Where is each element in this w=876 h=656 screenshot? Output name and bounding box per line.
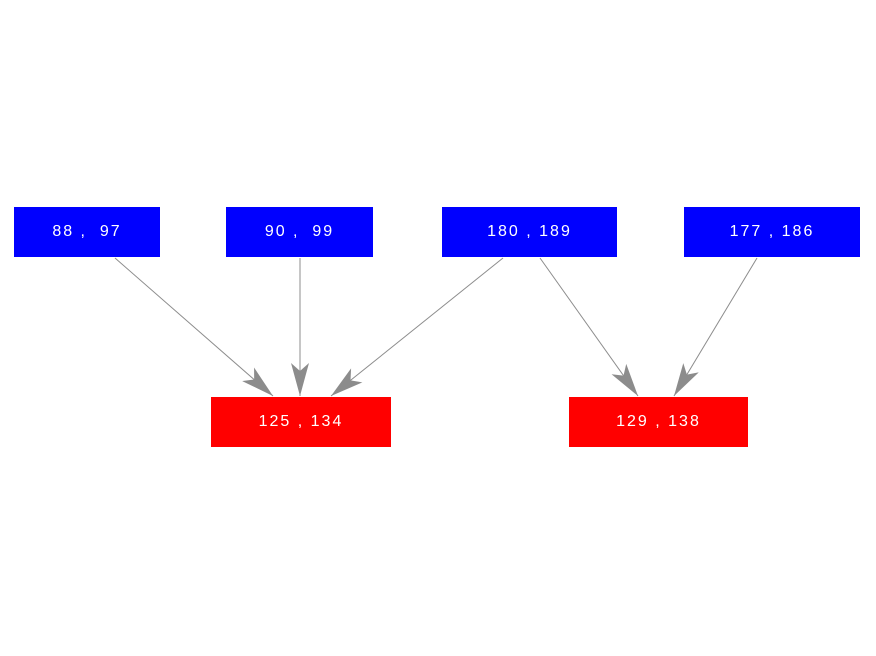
edge-arrow-source-88-97-to-target-125-134 <box>114 257 274 397</box>
node-source-180-189: 180 , 189 <box>442 207 617 257</box>
node-source-177-186: 177 , 186 <box>684 207 860 257</box>
node-label: 90 , 99 <box>264 223 335 240</box>
node-label: 180 , 189 <box>487 223 572 240</box>
node-source-88-97: 88 , 97 <box>14 207 160 257</box>
edge-arrow-source-180-189-to-target-125-134 <box>330 257 504 397</box>
edge-arrow-source-177-186-to-target-129-138 <box>673 257 758 397</box>
node-target-125-134: 125 , 134 <box>211 397 391 447</box>
node-label: 88 , 97 <box>52 223 122 240</box>
node-label: 125 , 134 <box>258 413 344 430</box>
node-target-129-138: 129 , 138 <box>569 397 748 447</box>
node-source-90-99: 90 , 99 <box>226 207 373 257</box>
edge-arrow-source-180-189-to-target-129-138 <box>539 257 639 397</box>
node-label: 129 , 138 <box>616 413 701 430</box>
node-label: 177 , 186 <box>729 223 815 240</box>
